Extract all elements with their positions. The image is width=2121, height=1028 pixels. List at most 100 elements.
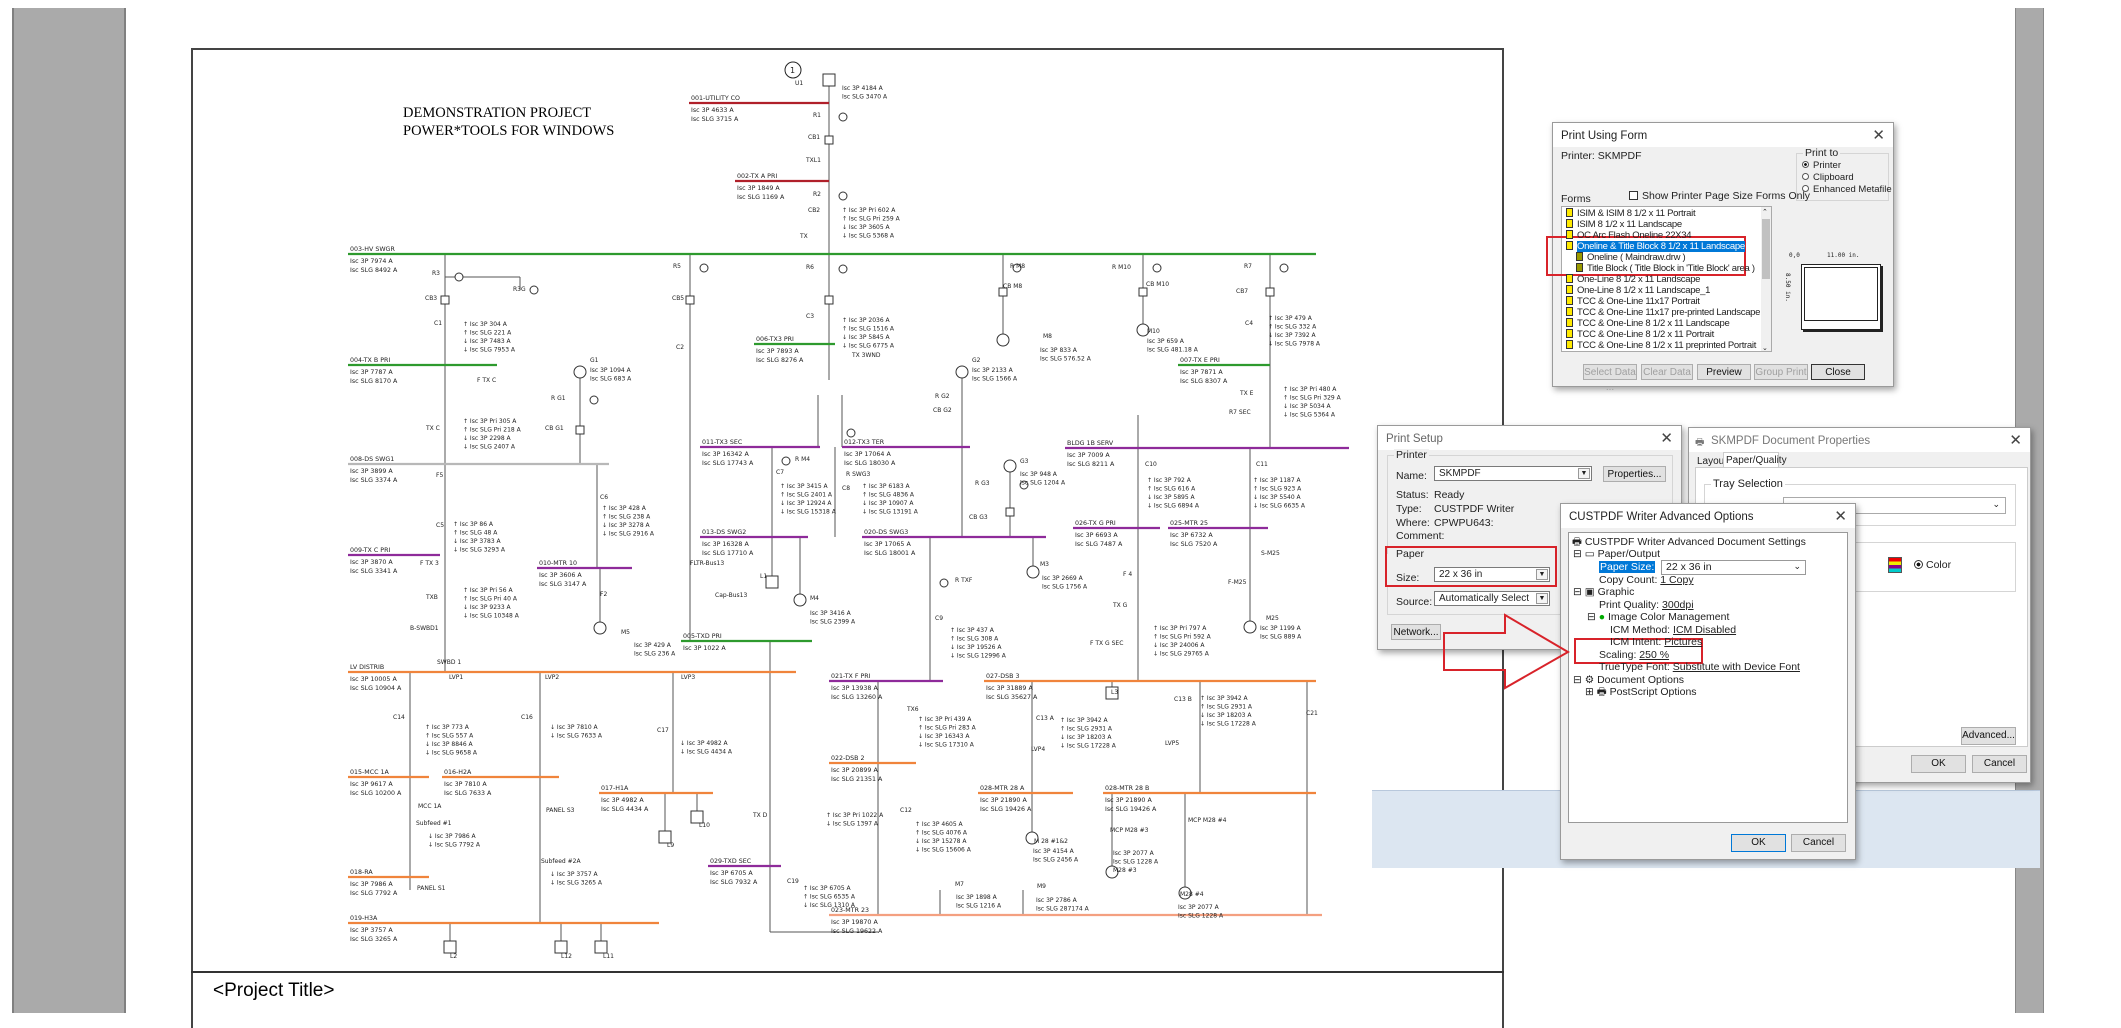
ok-button[interactable]: OK xyxy=(1911,755,1966,773)
title-block-divider xyxy=(191,971,1504,973)
scroll-down-icon[interactable]: ⌄ xyxy=(1762,345,1768,352)
paper-size-dropdown[interactable]: 22 x 36 in⌄ xyxy=(1661,560,1806,575)
form-list-item[interactable]: ISIM & ISIM 8 1/2 x 11 Portrait xyxy=(1566,208,1696,219)
chevron-down-icon[interactable]: ⌄ xyxy=(1992,499,2000,509)
chevron-down-icon[interactable]: ▼ xyxy=(1536,593,1548,604)
highlight-box xyxy=(1385,546,1557,587)
tree-icm-method[interactable]: ICM Method: ICM Disabled xyxy=(1610,624,1737,636)
isc-annotation: ↓ Isc SLG 5364 A xyxy=(1283,412,1336,419)
tree-icm[interactable]: ⊟ ● Image Color Management xyxy=(1587,611,1730,623)
settings-tree[interactable]: 🖶 CUSTPDF Writer Advanced Document Setti… xyxy=(1568,532,1848,823)
tab-paper-quality[interactable]: Paper/Quality xyxy=(1723,452,1787,468)
form-list-item[interactable]: Title Block ( Title Block in 'Title Bloc… xyxy=(1576,263,1755,274)
equipment-label: PANEL S3 xyxy=(546,807,575,814)
cancel-button[interactable]: Cancel xyxy=(1972,755,2027,773)
machine-icon xyxy=(955,365,969,379)
preview-origin: 0,0 xyxy=(1789,252,1800,259)
tree-scaling[interactable]: Scaling: 250 % xyxy=(1599,649,1670,661)
close-icon[interactable]: ✕ xyxy=(1872,127,1885,144)
paper-source-select[interactable]: Automatically Select▼ xyxy=(1434,591,1550,606)
isc-annotation: ↑ Isc SLG 332 A xyxy=(1268,324,1317,331)
forms-scrollbar[interactable]: ⌃ ⌄ xyxy=(1761,207,1771,352)
tree-paper-output[interactable]: ⊟ ▭ Paper/Output xyxy=(1573,548,1661,560)
group-print-button[interactable]: Group Print xyxy=(1754,364,1808,380)
form-list-item[interactable]: OC Arc Flash Oneline 22X34 xyxy=(1566,230,1691,241)
form-list-item[interactable]: Oneline ( Maindraw.drw ) xyxy=(1576,252,1686,263)
form-list-item[interactable]: TCC & One-Line 11x17 pre-printed Landsca… xyxy=(1566,307,1760,318)
bus-isc-value: Isc 3P 31889 A xyxy=(986,685,1033,692)
breaker-icon xyxy=(1138,287,1148,297)
isc-annotation: Isc SLG 1566 A xyxy=(972,376,1018,383)
load-icon xyxy=(822,73,836,87)
bus-name: 019-H3A xyxy=(350,915,378,922)
network-button[interactable]: Network... xyxy=(1391,624,1441,640)
tree-paper-size[interactable]: Paper Size: xyxy=(1599,561,1656,573)
form-list-item[interactable]: One-Line 8 1/2 x 11 Landscape xyxy=(1566,274,1700,285)
ok-button[interactable]: OK xyxy=(1731,834,1786,852)
isc-annotation: ↑ Isc 3P 4605 A xyxy=(915,821,964,828)
printer-name-select[interactable]: SKMPDF▼ xyxy=(1434,466,1592,481)
isc-annotation: ↓ Isc SLG 9658 A xyxy=(425,750,478,757)
close-icon[interactable]: ✕ xyxy=(1660,430,1673,447)
bus-isc-value: Isc SLG 8276 A xyxy=(756,357,804,364)
tree-graphic[interactable]: ⊟ ▣ Graphic xyxy=(1573,586,1635,598)
tree-print-quality[interactable]: Print Quality: 300dpi xyxy=(1599,599,1694,611)
form-icon xyxy=(1566,208,1573,217)
tree-icm-intent[interactable]: ICM Intent: Pictures xyxy=(1610,636,1703,648)
print-to-printer-radio[interactable]: Printer xyxy=(1802,160,1841,171)
clear-data-button[interactable]: Clear Data xyxy=(1641,364,1693,380)
tree-postscript-options[interactable]: ⊞ 🖶 PostScript Options xyxy=(1585,686,1697,698)
tree-copy-count[interactable]: Copy Count: 1 Copy xyxy=(1599,574,1694,586)
equipment-label: M8 xyxy=(1043,333,1052,340)
isc-annotation: ↓ Isc SLG 2916 A xyxy=(602,531,655,538)
properties-button[interactable]: Properties... xyxy=(1603,466,1666,482)
close-icon[interactable]: ✕ xyxy=(1834,508,1847,525)
close-icon[interactable]: ✕ xyxy=(2009,432,2022,449)
form-list-item[interactable]: TCC & One-Line 8 1/2 x 11 Landscape xyxy=(1566,318,1730,329)
scroll-up-icon[interactable]: ⌃ xyxy=(1762,209,1768,216)
form-list-item[interactable]: Oneline & Title Block 8 1/2 x 11 Landsca… xyxy=(1566,241,1745,252)
form-icon xyxy=(1566,230,1573,239)
cancel-button[interactable]: Cancel xyxy=(1791,834,1846,852)
color-radio[interactable]: Color xyxy=(1914,559,1951,571)
scroll-thumb[interactable] xyxy=(1762,219,1770,279)
isc-annotation: ↓ Isc SLG 6894 A xyxy=(1147,503,1200,510)
bus-isc-value: Isc 3P 13938 A xyxy=(831,685,878,692)
equipment-label: G1 xyxy=(590,357,599,364)
form-list-item[interactable]: One-Line 8 1/2 x 11 Landscape_1 xyxy=(1566,285,1710,296)
advanced-button[interactable]: Advanced... xyxy=(1961,727,2016,745)
tab-layout[interactable]: Layout xyxy=(1697,456,1728,467)
bus-isc-value: Isc SLG 18001 A xyxy=(864,550,916,557)
equipment-label: C9 xyxy=(935,615,943,622)
form-list-item[interactable]: TCC & One-Line 8 1/2 x 11 Portrait xyxy=(1566,329,1714,340)
equipment-label: CB M10 xyxy=(1146,281,1169,288)
form-list-item[interactable]: TCC & One-Line 11x17 Portrait xyxy=(1566,296,1700,307)
bus-isc-value: Isc 3P 3899 A xyxy=(350,468,393,475)
equipment-label: TX C xyxy=(425,425,440,432)
breaker-icon xyxy=(440,295,450,305)
close-button[interactable]: Close xyxy=(1811,364,1865,380)
bus-isc-value: Isc 3P 7810 A xyxy=(444,781,487,788)
checkbox-box[interactable] xyxy=(1629,191,1638,200)
relay-icon xyxy=(589,395,599,405)
chevron-down-icon[interactable]: ▼ xyxy=(1578,468,1590,479)
tree-document-options[interactable]: ⊟ ⚙ Document Options xyxy=(1573,674,1685,686)
bus-isc-value: Isc SLG 21351 A xyxy=(831,776,883,783)
preview-button[interactable]: Preview xyxy=(1697,364,1751,380)
show-printer-page-size-checkbox[interactable]: Show Printer Page Size Forms Only xyxy=(1629,190,1810,202)
isc-annotation: Isc SLG 3470 A xyxy=(842,94,888,101)
bus-name: 009-TX C PRI xyxy=(350,547,390,554)
print-to-clipboard-radio[interactable]: Clipboard xyxy=(1802,172,1854,183)
tree-truetype-font[interactable]: TrueType Font: Substitute with Device Fo… xyxy=(1599,661,1800,673)
bus-isc-value: Isc SLG 7487 A xyxy=(1075,541,1123,548)
select-data-button[interactable]: Select Data ... xyxy=(1583,364,1637,393)
graphic-icon: ▣ xyxy=(1584,586,1595,598)
paper-size-select[interactable]: 22 x 36 in▼ xyxy=(1434,567,1550,582)
form-list-item[interactable]: TCC & One-Line 8 1/2 x 11 preprinted Por… xyxy=(1566,340,1756,351)
chevron-down-icon[interactable]: ▼ xyxy=(1536,569,1548,580)
isc-annotation: ↑ Isc 3P 428 A xyxy=(602,505,647,512)
print-to-enhanced-metafile-radio[interactable]: Enhanced Metafile xyxy=(1802,184,1892,195)
form-list-item[interactable]: ISIM 8 1/2 x 11 Landscape xyxy=(1566,219,1682,230)
color-palette-icon xyxy=(1888,557,1902,573)
